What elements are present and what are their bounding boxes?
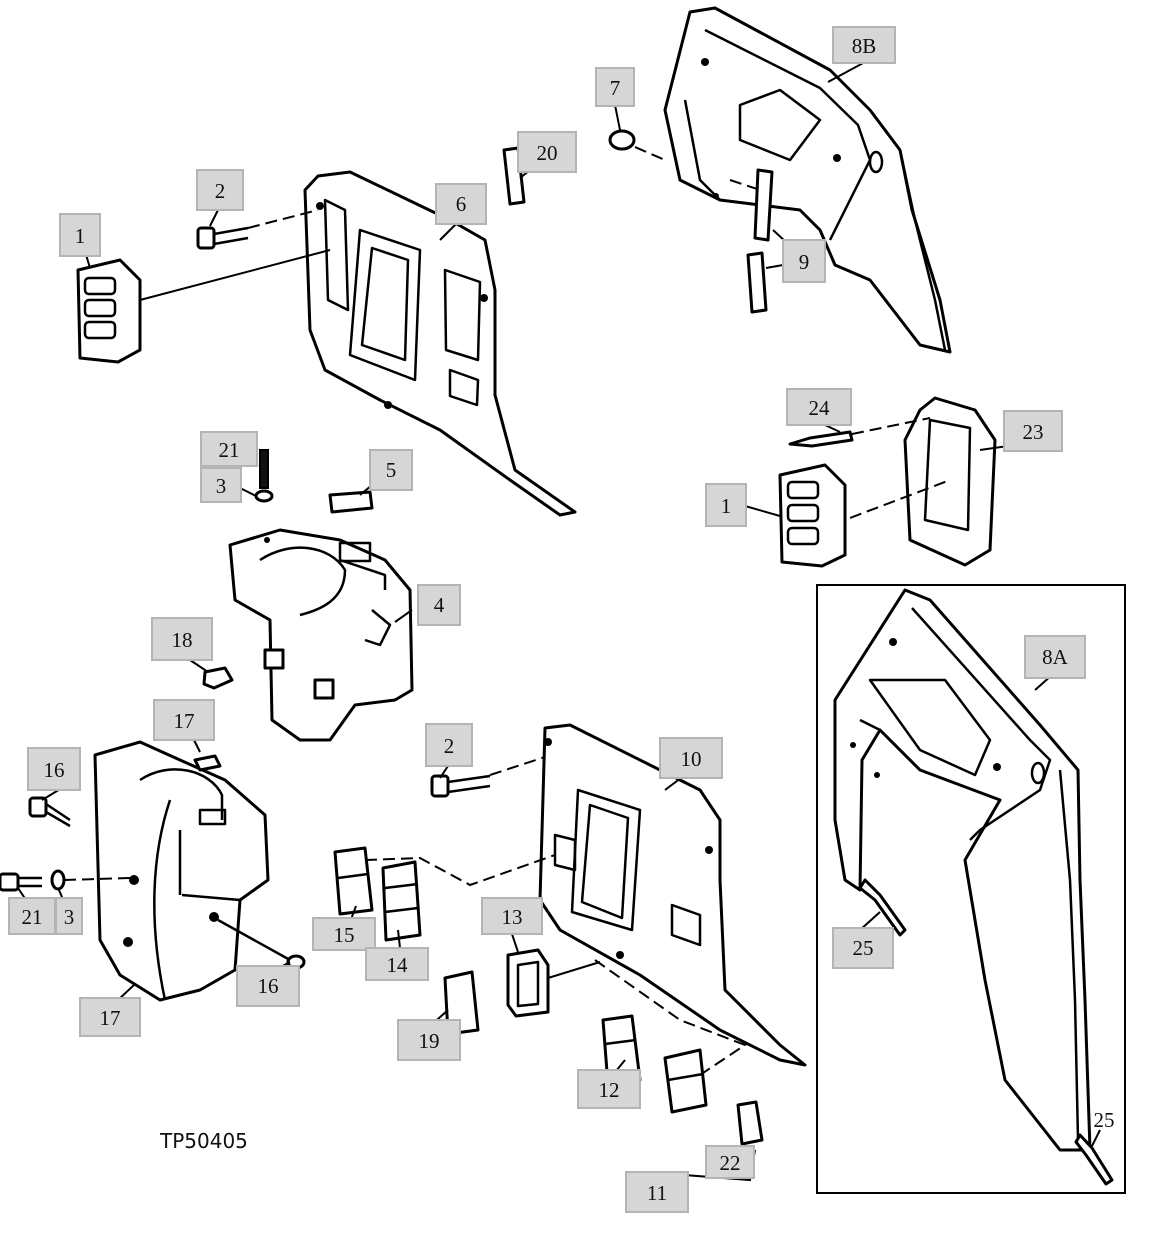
svg-text:25: 25 [853, 936, 874, 960]
svg-text:23: 23 [1023, 420, 1044, 444]
callout-16-upper: 16 [27, 747, 81, 791]
svg-text:7: 7 [610, 76, 621, 100]
vent-grille-1-right [744, 463, 847, 568]
side-panel-6 [247, 170, 577, 517]
callout-16-lower: 16 [236, 965, 300, 1007]
bolt-2-lower [430, 756, 546, 798]
svg-text:6: 6 [456, 192, 467, 216]
callout-24: 24 [786, 388, 852, 426]
callout-21-top: 21 [200, 431, 258, 467]
svg-text:4: 4 [434, 593, 445, 617]
svg-text:2: 2 [444, 734, 455, 758]
callout-10: 10 [659, 737, 723, 779]
callout-14: 14 [365, 947, 429, 981]
inset-fender-8a [816, 584, 1126, 1194]
callout-21-lower: 21 [8, 897, 56, 935]
pin-25-upper [858, 878, 907, 937]
grille-13 [506, 948, 601, 1018]
pin-25-lower [1074, 1133, 1114, 1186]
svg-text:19: 19 [419, 1029, 440, 1053]
callout-7: 7 [595, 67, 635, 107]
svg-text:16: 16 [258, 974, 279, 998]
svg-text:17: 17 [174, 709, 195, 733]
plate-17-small [193, 739, 222, 772]
housing-17 [93, 740, 270, 1002]
seal-19 [443, 970, 480, 1036]
callout-19: 19 [397, 1019, 461, 1061]
svg-text:8A: 8A [1042, 645, 1069, 669]
callout-11: 11 [625, 1171, 689, 1213]
svg-text:5: 5 [386, 458, 397, 482]
bolt-21-washer-3-lower [0, 869, 131, 892]
callout-17-bottom: 17 [79, 997, 141, 1037]
callout-22: 22 [705, 1145, 755, 1179]
callout-12: 12 [577, 1069, 641, 1109]
callout-1-right: 1 [705, 483, 747, 527]
callout-20: 20 [517, 131, 577, 173]
svg-text:24: 24 [809, 396, 831, 420]
svg-text:2: 2 [215, 179, 226, 203]
clip-18 [202, 666, 234, 690]
strip-9 [729, 168, 801, 314]
callout-13: 13 [481, 897, 543, 935]
callout-4: 4 [417, 584, 461, 626]
bolt-16-upper [28, 796, 71, 828]
svg-text:18: 18 [172, 628, 193, 652]
svg-text:21: 21 [219, 438, 240, 462]
svg-text:12: 12 [599, 1078, 620, 1102]
callout-25-lower: 25 [1094, 1108, 1115, 1132]
svg-text:10: 10 [681, 747, 702, 771]
fender-panel-8b [663, 6, 952, 354]
svg-text:22: 22 [720, 1151, 741, 1175]
seal-14 [364, 854, 556, 942]
seal-15 [333, 846, 374, 916]
svg-text:14: 14 [387, 953, 409, 977]
svg-text:3: 3 [64, 905, 75, 929]
callout-9: 9 [782, 239, 826, 283]
svg-text:1: 1 [721, 494, 732, 518]
callout-23: 23 [1003, 410, 1063, 452]
callout-6: 6 [435, 183, 487, 225]
bolt-2-upper [196, 226, 249, 250]
callout-8b: 8B [832, 26, 896, 64]
callout-25-upper: 25 [832, 927, 894, 969]
vent-grille-1-left [76, 249, 331, 364]
callout-5: 5 [369, 449, 413, 491]
figure-reference-code: TP50405 [159, 1129, 248, 1153]
callout-15: 15 [312, 917, 376, 951]
svg-text:16: 16 [44, 758, 65, 782]
svg-text:9: 9 [799, 250, 810, 274]
svg-text:11: 11 [647, 1181, 667, 1205]
svg-text:1: 1 [75, 224, 86, 248]
svg-text:17: 17 [100, 1006, 121, 1030]
seal-11 [594, 959, 748, 1114]
svg-text:21: 21 [22, 905, 43, 929]
callout-3-lower: 3 [55, 897, 83, 935]
bracket-4 [228, 528, 414, 742]
callout-18: 18 [151, 617, 213, 661]
vent-frame-23 [849, 396, 1016, 567]
svg-text:15: 15 [334, 923, 355, 947]
plug-7 [608, 129, 666, 161]
svg-text:8B: 8B [852, 34, 877, 58]
callout-1-left: 1 [59, 213, 101, 257]
callout-2-upper: 2 [196, 169, 244, 211]
callout-17-top: 17 [153, 699, 215, 741]
callout-2-lower: 2 [425, 723, 473, 767]
svg-text:3: 3 [216, 474, 227, 498]
callout-8a: 8A [1024, 635, 1086, 679]
svg-text:13: 13 [502, 905, 523, 929]
callout-3-top: 3 [200, 467, 242, 503]
svg-text:20: 20 [537, 141, 558, 165]
pin-24 [788, 417, 931, 448]
